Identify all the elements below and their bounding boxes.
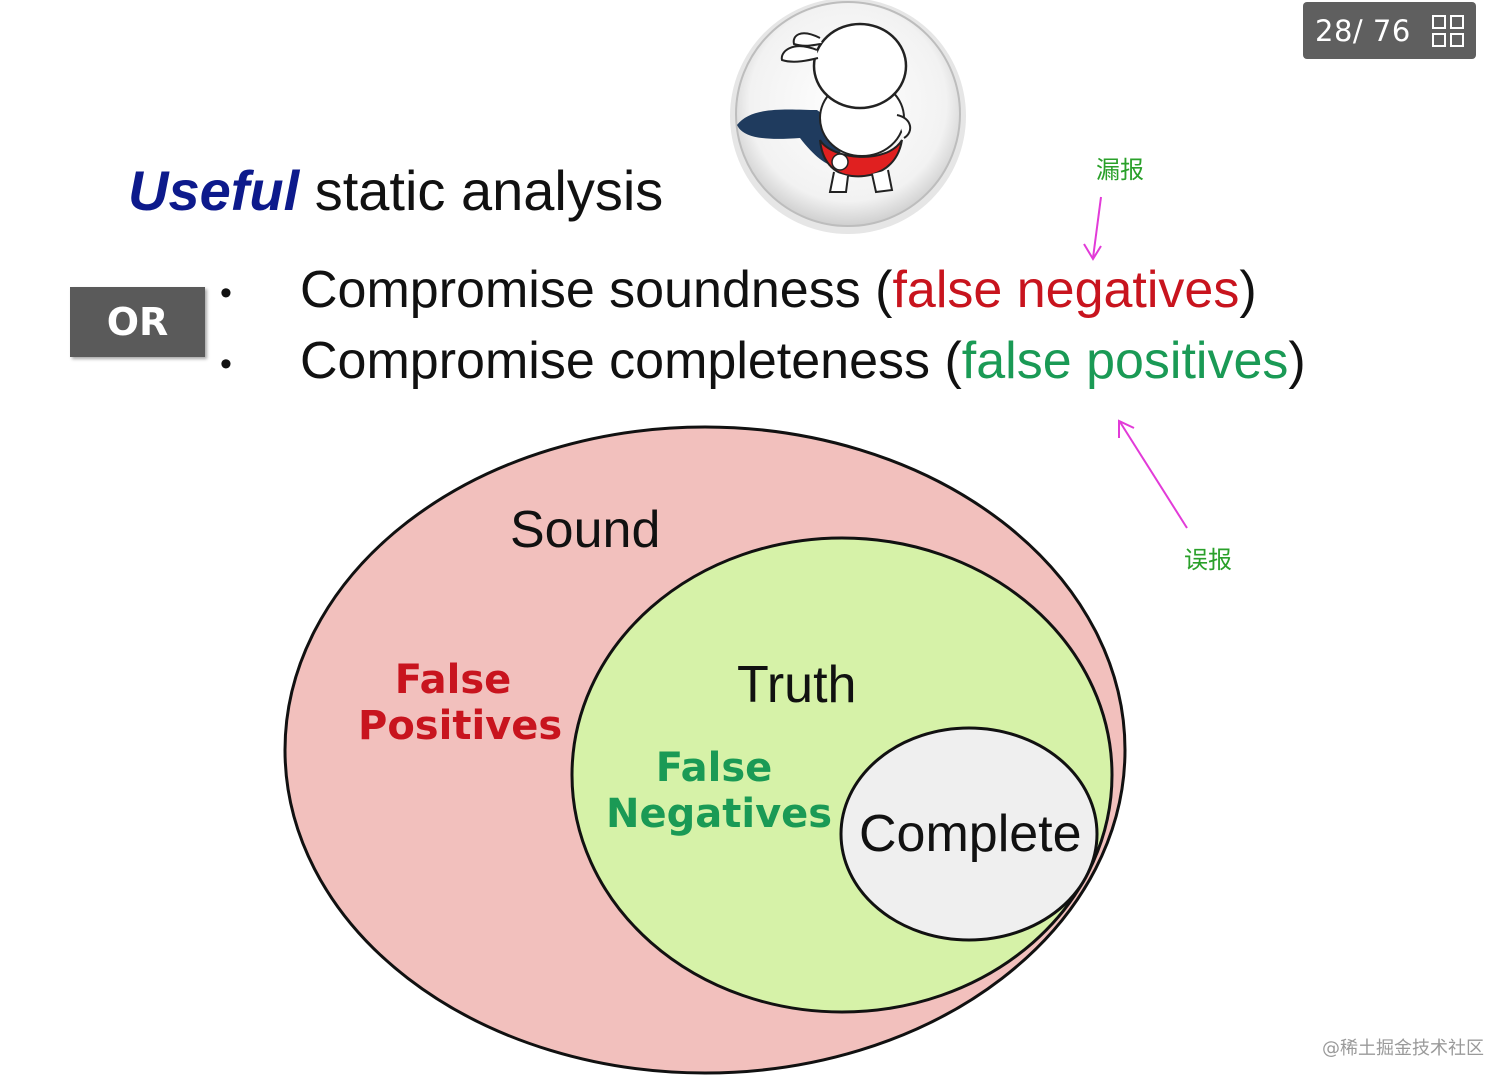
mascot-logo — [730, 0, 966, 234]
false-positives-label: False Positives — [358, 657, 563, 749]
false-negatives-line-2: Negatives — [606, 791, 833, 837]
bullet-completeness: • Compromise completeness (false positive… — [220, 331, 1306, 391]
false-negatives-line-1: False — [655, 745, 773, 791]
arrow-up-icon — [1118, 419, 1188, 529]
annotation-missed-report: 漏报 — [1096, 156, 1144, 184]
grid-view-icon[interactable] — [1432, 15, 1464, 47]
false-negatives-highlight: false negatives — [892, 261, 1240, 319]
false-negatives-label: False Negatives — [606, 745, 833, 837]
bullet-soundness: • Compromise soundness (false negatives) — [220, 260, 1257, 320]
title-emphasis: Useful — [128, 159, 300, 222]
annotation-false-report: 误报 — [1184, 546, 1232, 574]
title-rest: static analysis — [299, 159, 664, 222]
bullet-text-suffix: ) — [1288, 332, 1306, 390]
page-counter[interactable]: 28/ 76 — [1303, 2, 1476, 59]
bullet-text-prefix: Compromise completeness ( — [300, 332, 962, 390]
bullet-text-prefix: Compromise soundness ( — [300, 261, 893, 319]
false-positives-line-2: Positives — [358, 703, 563, 749]
complete-ellipse — [839, 726, 1099, 942]
page-number: 28/ 76 — [1315, 13, 1411, 48]
watermark: @稀土掘金技术社区 — [1322, 1038, 1484, 1059]
slide-title: Useful static analysis — [128, 158, 663, 223]
false-positives-line-1: False — [394, 657, 512, 703]
arrow-down-icon — [1083, 196, 1102, 261]
or-badge: OR — [70, 287, 205, 357]
complete-label: Complete — [859, 805, 1082, 863]
bullet-dot-icon: • — [220, 273, 232, 312]
bullet-dot-icon: • — [220, 344, 232, 383]
truth-label: Truth — [737, 656, 857, 714]
false-positives-highlight: false positives — [961, 332, 1289, 390]
bullet-text-suffix: ) — [1239, 261, 1257, 319]
sound-label: Sound — [510, 501, 661, 559]
